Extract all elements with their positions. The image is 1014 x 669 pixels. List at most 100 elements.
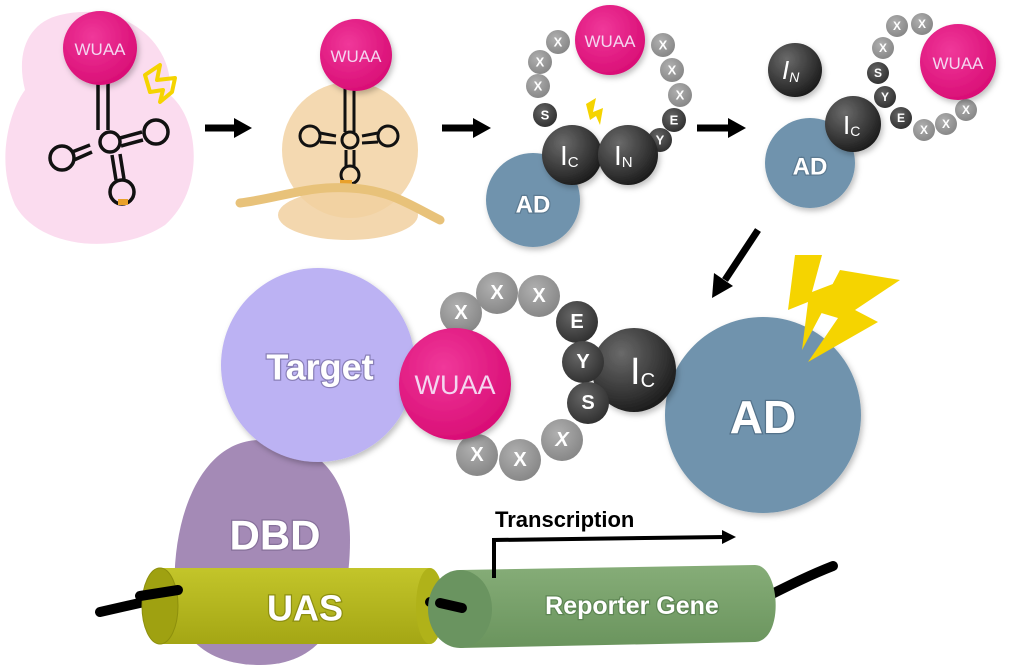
wuaa-label: WUAA [933,54,985,73]
glutamate-label: E [570,311,583,333]
tyrosine-label: Y [656,133,665,148]
spacer-label: X [942,117,950,131]
spacer-bead [955,99,977,121]
spacer-bead [518,275,560,317]
step-3-intein-loop: AD X X X S X X X E Y IC IN WUAA [486,5,692,247]
serine-label: S [581,392,594,414]
spacer-bead [528,50,552,74]
serine-bead [533,103,557,127]
dbd-label: DBD [230,512,321,559]
ribosome-large-subunit [282,82,418,218]
spacer-bead [660,58,684,82]
spacer-label: X [920,123,928,137]
intein-c-label: IC [560,140,579,171]
wuaa-bead [575,5,645,75]
arrow-step4-to-step5 [712,228,761,298]
arrow-step3-to-step4 [697,118,746,138]
linker-beads: X X X S X X X E Y [526,30,692,152]
uas-label: UAS [267,588,343,629]
linker-beads: X X X E Y S X X X [440,272,609,481]
uas-element [135,567,444,645]
spacer-bead [546,30,570,54]
spacer-label: X [554,35,563,50]
spacer-bead [913,119,935,141]
step-5-reporter-activation: DBD UAS Reporter Gene Transcription Targ… [95,255,900,665]
step-1-trna-charging: WUAA [5,11,194,244]
spacer-label: X [513,449,527,471]
wuaa-bead [63,11,137,85]
ad-label: AD [516,192,551,219]
spacer-label: X [490,282,504,304]
spacer-label: X [676,88,685,103]
spacer-bead [499,439,541,481]
serine-label: S [874,66,882,80]
arrow-step1-to-step2 [205,118,252,138]
serine-bead [867,62,889,84]
wuaa-label: WUAA [415,370,496,400]
wuaa-label: WUAA [75,40,127,59]
lightning-bolt-icon [586,98,603,125]
spacer-label: X [454,302,468,324]
spacer-bead [886,15,908,37]
spacer-label: X [532,285,546,307]
wuaa-bead [399,328,511,440]
anticodon-mark [118,199,128,205]
intein-c [542,125,602,185]
lightning-bolt-icon [788,255,900,362]
spacer-bead [456,434,498,476]
serine-label: S [541,108,550,123]
step-2-ribosome-translation: WUAA [235,19,445,240]
wuaa-label: WUAA [331,47,383,66]
intein-n-released [768,43,822,97]
wuaa-bead [320,19,392,91]
ad-label: AD [793,154,828,181]
glutamate-label: E [897,111,905,125]
tyrosine-bead [562,341,604,383]
spacer-bead [911,13,933,35]
trna-icon [298,88,400,186]
glutamate-label: E [670,113,679,128]
intein-c-label: IC [630,351,655,393]
spacer-label: X [554,429,570,451]
reporter-gene-label: Reporter Gene [545,592,719,620]
ribosome-small-subunit [278,190,418,240]
intein-n-label: IN [614,140,633,171]
intein-c [825,96,881,152]
tyrosine-label: Y [881,90,889,104]
tyrosine-bead [874,86,896,108]
tyrosine-label: Y [576,351,590,373]
linker-beads: X X X S Y E X X X [867,13,977,141]
spacer-label: X [659,38,668,53]
intein-n [598,125,658,185]
mrna-strand [235,183,445,225]
spacer-bead [541,419,583,461]
transcription-label: Transcription [495,507,634,532]
spacer-label: X [879,41,887,55]
spacer-bead [526,74,550,98]
intein-c [592,328,676,412]
spacer-bead [476,272,518,314]
dna-strand-right [765,561,838,600]
spacer-label: X [918,17,926,31]
spacer-bead [668,83,692,107]
spacer-label: X [536,55,545,70]
spacer-bead [440,292,482,334]
spacer-label: X [893,19,901,33]
glutamate-bead [662,108,686,132]
transcription-arrow [492,530,736,578]
glutamate-bead [890,107,912,129]
spacer-bead [651,33,675,57]
spacer-label: X [470,444,484,466]
ad-label: AD [730,391,796,443]
step-4-spliced-product: IN AD IC X X X S Y E X X X WUAA [765,13,996,208]
codon-mark [340,180,352,186]
target-label: Target [266,347,373,388]
glutamate-bead [556,301,598,343]
spacer-label: X [962,103,970,117]
spacer-label: X [534,79,543,94]
lightning-bolt-icon [143,63,177,104]
trna-icon [48,82,170,206]
spacer-label: X [668,63,677,78]
spacer-bead [872,37,894,59]
